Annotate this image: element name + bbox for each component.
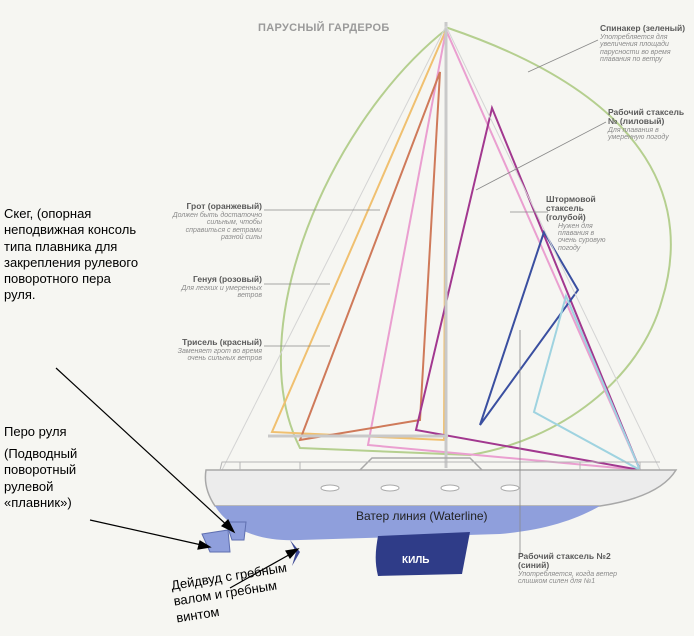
working-jib-2-sail [479,229,580,426]
propeller [290,540,300,566]
waterline-label: Ватер линия (Waterline) [356,509,488,523]
skeg-annotation: Скег, (опорная неподвижная консоль типа … [4,206,139,303]
rudder-arrow [89,519,207,547]
genua-desc: Для легких и умеренных ветров [181,284,262,300]
annotation-arrows [55,367,300,589]
grot-sail [270,29,447,442]
storm-jib-sail [532,292,643,473]
grot-title: Грот (оранжевый) [186,201,262,211]
spinnaker-title: Спинакер (зеленый) [600,23,686,33]
deckhouse [359,457,483,471]
trisel-title: Трисель (красный) [182,337,262,347]
storm-jib-label: Штормовой стаксель (голубой) Нужен для п… [546,195,612,252]
diagram-title: ПАРУСНЫЙ ГАРДЕРОБ [258,22,390,34]
rudder-annotation-desc: (Подводный поворотный рулевой «плавник») [4,446,78,510]
rudder [201,529,231,553]
working-jib-2-label: Рабочий стаксель №2 (синий) Употребляетс… [518,552,636,586]
working-jib-2-title: Рабочий стаксель №2 (синий) [518,551,611,570]
keel-label: КИЛЬ [402,555,430,566]
working-jib-1-desc: Для плавания в умеренную погоду [608,126,669,142]
storm-jib-title: Штормовой стаксель (голубой) [546,194,596,222]
trisel-desc: Заменяет грот во время очень сильных вет… [177,347,262,363]
genua-sail [366,26,642,472]
forestay [445,25,661,471]
working-jib-1-sail [414,104,642,472]
storm-jib-desc: Нужен для плавания в очень суровую погод… [558,222,606,252]
trisel-label: Трисель (красный) Заменяет грот во время… [170,338,262,363]
working-jib-1-label: Рабочий стаксель № (лиловый) Для плавани… [608,108,694,142]
grot-label: Грот (оранжевый) Должен быть достаточно … [170,202,262,241]
working-jib-2-desc: Употребляется, когда ветер слишком силен… [518,570,618,586]
backstay [221,25,447,471]
trisel-sail [298,71,441,442]
skeg-arrow [55,367,231,529]
portholes [320,484,520,492]
spinnaker-label: Спинакер (зеленый) Употребляется для уве… [600,24,692,63]
genua-title: Генуя (розовый) [192,274,262,284]
keel [375,532,470,576]
label-leaders [264,39,607,555]
spinnaker-sail [279,26,672,457]
sterntube-arrow [229,551,295,589]
grot-desc: Должен быть достаточно сильным, чтобы сп… [172,211,262,241]
underwater-hull [215,506,600,541]
working-jib-1-title: Рабочий стаксель № (лиловый) [608,107,685,126]
genua-label: Генуя (розовый) Для легких и умеренных в… [170,275,262,300]
spinnaker-desc: Употребляется для увеличения площади пар… [600,33,671,63]
rudder-annotation-title: Перо руля [4,424,67,439]
